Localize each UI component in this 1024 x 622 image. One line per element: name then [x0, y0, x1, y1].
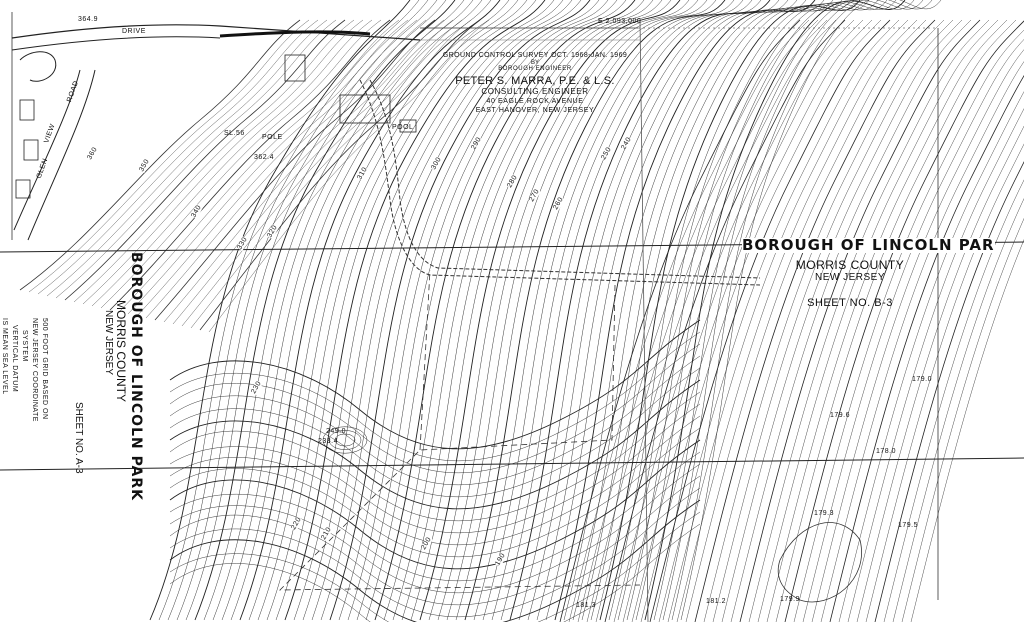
coordinate-label: E 2,093,000: [598, 18, 642, 25]
streets: [11, 24, 421, 241]
grid-lines: [0, 19, 1024, 622]
spot-elevation: 179.6: [830, 412, 851, 419]
sheet-a-title: BOROUGH OF LINCOLN PARK: [128, 252, 144, 502]
driveway: [284, 54, 761, 286]
contour-lines: [19, 0, 1024, 622]
engineer-name: PETER S. MARRA, P.E. & L.S.: [455, 75, 615, 87]
survey-line-3: BOROUGH ENGINEER: [498, 66, 572, 72]
property-lines: [279, 269, 862, 603]
pool-label: POOL: [392, 124, 414, 131]
marker-label-sl: SL.56: [224, 130, 245, 137]
elevation-label: 364.9: [78, 16, 99, 23]
grid-note-3: SYSTEM: [21, 330, 28, 362]
spot-elevation: 178.0: [876, 448, 897, 455]
sheet-a-county: MORRIS COUNTY: [114, 300, 128, 402]
spot-elevation: 233.4: [318, 438, 339, 445]
grid-note-1: 500 FOOT GRID BASED ON: [41, 318, 48, 420]
dark-roadway: [219, 30, 371, 38]
sheet-b-title: BOROUGH OF LINCOLN PAR: [742, 236, 995, 254]
engineer-city: EAST HANOVER, NEW JERSEY: [475, 107, 595, 114]
sheet-a-number: SHEET NO. A-3: [73, 402, 84, 474]
engineer-title: CONSULTING ENGINEER: [481, 87, 589, 96]
engineer-street: 40 EAGLE ROCK AVENUE: [486, 98, 584, 105]
spot-elevation: 179.3: [814, 510, 835, 517]
spot-elevation: 249.0: [326, 428, 347, 435]
street-label-drive: DRIVE: [122, 28, 146, 35]
sheet-b-number: SHEET NO. B-3: [807, 297, 893, 309]
spot-elevation: 181.3: [576, 602, 597, 609]
spot-elevation: 179.0: [912, 376, 933, 383]
marker-label-pole: POLE: [262, 134, 283, 141]
spot-elevation: 179.9: [780, 596, 801, 603]
survey-line-2: BY: [530, 60, 539, 66]
grid-note-2: NEW JERSEY COORDINATE: [31, 318, 38, 422]
sheet-b-county: MORRIS COUNTY: [795, 258, 905, 272]
spot-elevation: 181.2: [706, 598, 727, 605]
sheet-b-state: NEW JERSEY: [814, 272, 885, 283]
sheet-b-block: MORRIS COUNTY NEW JERSEY SHEET NO. B-3: [770, 258, 930, 309]
datum-note-1: VERTICAL DATUM: [11, 325, 18, 393]
survey-line-1: GROUND CONTROL SURVEY OCT. 1968-JAN. 196…: [442, 52, 628, 59]
pole-elevation: 362.4: [254, 154, 275, 161]
spot-elevation: 179.5: [898, 522, 919, 529]
datum-note-2: IS MEAN SEA LEVEL: [1, 318, 8, 395]
sheet-a-state: NEW JERSEY: [103, 310, 114, 376]
survey-title-block: GROUND CONTROL SURVEY OCT. 1968-JAN. 196…: [430, 52, 640, 114]
